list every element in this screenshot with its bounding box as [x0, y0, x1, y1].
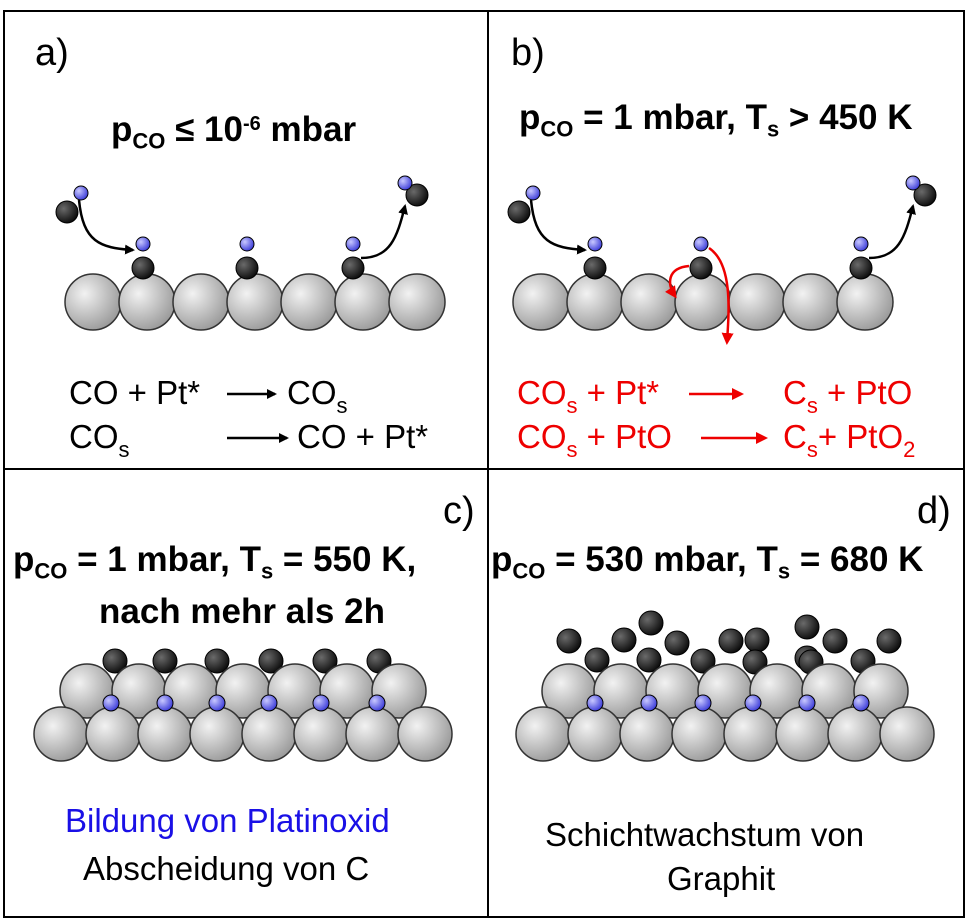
- panel-title: pCO = 530 mbar, Ts = 680 K: [491, 540, 924, 584]
- oxide-formation-caption: Bildung von Platinoxid: [65, 802, 390, 839]
- adsorption-arrow: [529, 199, 587, 255]
- adsorption-equation-product: COs: [287, 374, 348, 418]
- adsorbed-co-molecules: [131, 236, 365, 280]
- pt-lower-row: [33, 706, 453, 762]
- pt-surface-row: [512, 273, 894, 331]
- oxygen-incorporation-arrow: [708, 246, 734, 345]
- carbon-deposition-product: Cs + PtO: [783, 374, 913, 418]
- oxide-formation-equation: COs + PtO: [517, 418, 672, 462]
- panel-title: pCO ≤ 10-6 mbar: [111, 110, 357, 154]
- panel-label: a): [35, 32, 69, 74]
- panel-c: c) pCO = 1 mbar, Ts = 550 K, nach mehr a…: [3, 468, 489, 918]
- pt-upper-row: [59, 663, 427, 719]
- panel-title: pCO = 1 mbar, Ts > 450 K: [519, 98, 913, 142]
- oxygen-atoms-interlayer: [102, 694, 386, 712]
- graphite-growth-diagram: [515, 610, 935, 762]
- panel-d: d) pCO = 530 mbar, Ts = 680 K: [487, 468, 965, 918]
- dissociation-arrow-carbon: [665, 264, 690, 299]
- graphite-carbon-layers: [556, 610, 902, 675]
- panel-b: b) pCO = 1 mbar, Ts > 450 K: [487, 10, 965, 470]
- gas-phase-co-molecules: [507, 175, 937, 224]
- gas-phase-co-molecules: [55, 175, 429, 224]
- adsorption-arrow: [77, 199, 135, 255]
- adsorption-equation: CO + Pt*: [69, 374, 201, 411]
- desorption-arrow: [360, 204, 408, 260]
- desorption-equation-product: CO + Pt*: [297, 418, 429, 455]
- desorption-equation: COs: [69, 418, 130, 462]
- adsorbed-co-molecules: [583, 236, 873, 280]
- carbon-deposition-equation: COs + Pt*: [517, 374, 660, 418]
- surface-oxidation-diagram: [507, 175, 937, 444]
- panel-title: pCO = 1 mbar, Ts = 550 K,: [13, 540, 417, 584]
- platinum-oxide-layer-diagram: [33, 648, 453, 762]
- graphite-growth-caption: Schichtwachstum von: [545, 816, 865, 853]
- pt-surface-row: [64, 273, 446, 331]
- pt-lower-row: [515, 706, 935, 762]
- pt-upper-row: [541, 663, 909, 719]
- surface-adsorption-diagram: [55, 175, 446, 443]
- graphite-growth-caption-line2: Graphit: [667, 860, 776, 897]
- panel-a: a) pCO ≤ 10-6 mbar: [3, 10, 489, 470]
- carbon-atoms-top: [102, 648, 392, 674]
- oxygen-atoms-interlayer: [586, 694, 870, 712]
- panel-label: b): [511, 32, 545, 74]
- desorption-arrow: [868, 204, 916, 260]
- panel-label: d): [917, 490, 951, 532]
- panel-title-line2: nach mehr als 2h: [99, 592, 385, 631]
- carbon-deposition-caption: Abscheidung von C: [83, 850, 370, 887]
- oxide-formation-product: Cs+ PtO2: [783, 418, 916, 462]
- panel-label: c): [443, 490, 475, 532]
